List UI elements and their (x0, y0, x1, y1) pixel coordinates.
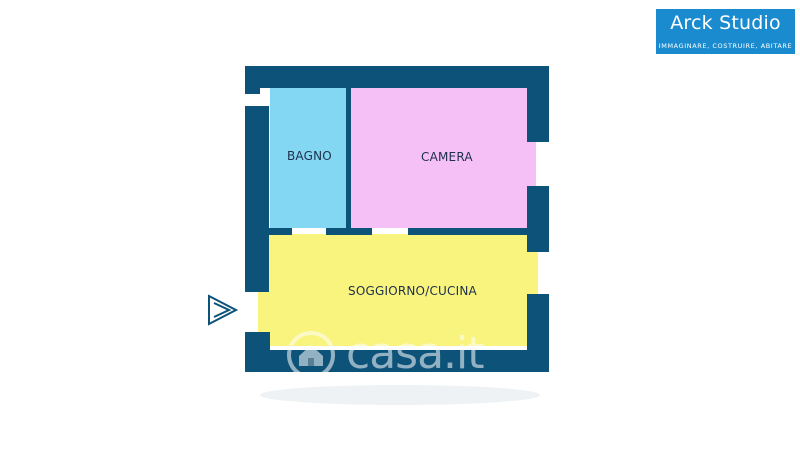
wall-left-mid (245, 106, 269, 292)
wall-inner-2 (326, 228, 372, 235)
logo-name: Arck Studio (670, 12, 781, 34)
plan-shadow (260, 385, 540, 405)
room-bagno (270, 88, 346, 228)
room-label-camera: CAMERA (421, 150, 473, 164)
house-icon (287, 331, 335, 379)
casa-it-watermark: casa.it (286, 328, 526, 380)
room-living-ext (526, 250, 538, 300)
room-camera (350, 88, 528, 228)
entrance-arrow-icon (208, 294, 239, 326)
wall-inner-1 (268, 228, 292, 235)
watermark-text: casa.it (346, 328, 485, 379)
wall-top (245, 66, 549, 88)
arck-studio-logo: Arck Studio IMMAGINARE, COSTRUIRE, ABITA… (656, 9, 795, 54)
wall-right-top (527, 66, 549, 142)
wall-inner-3 (408, 228, 528, 235)
room-camera-ext (526, 140, 536, 188)
wall-right-mid (527, 186, 549, 252)
logo-tagline: IMMAGINARE, COSTRUIRE, ABITARE (658, 42, 793, 50)
room-living (258, 234, 538, 346)
wall-bagno-camera (346, 88, 351, 234)
room-label-living: SOGGIORNO/CUCINA (348, 284, 477, 298)
room-label-bagno: BAGNO (287, 149, 332, 163)
wall-left-top-stub (245, 66, 260, 94)
